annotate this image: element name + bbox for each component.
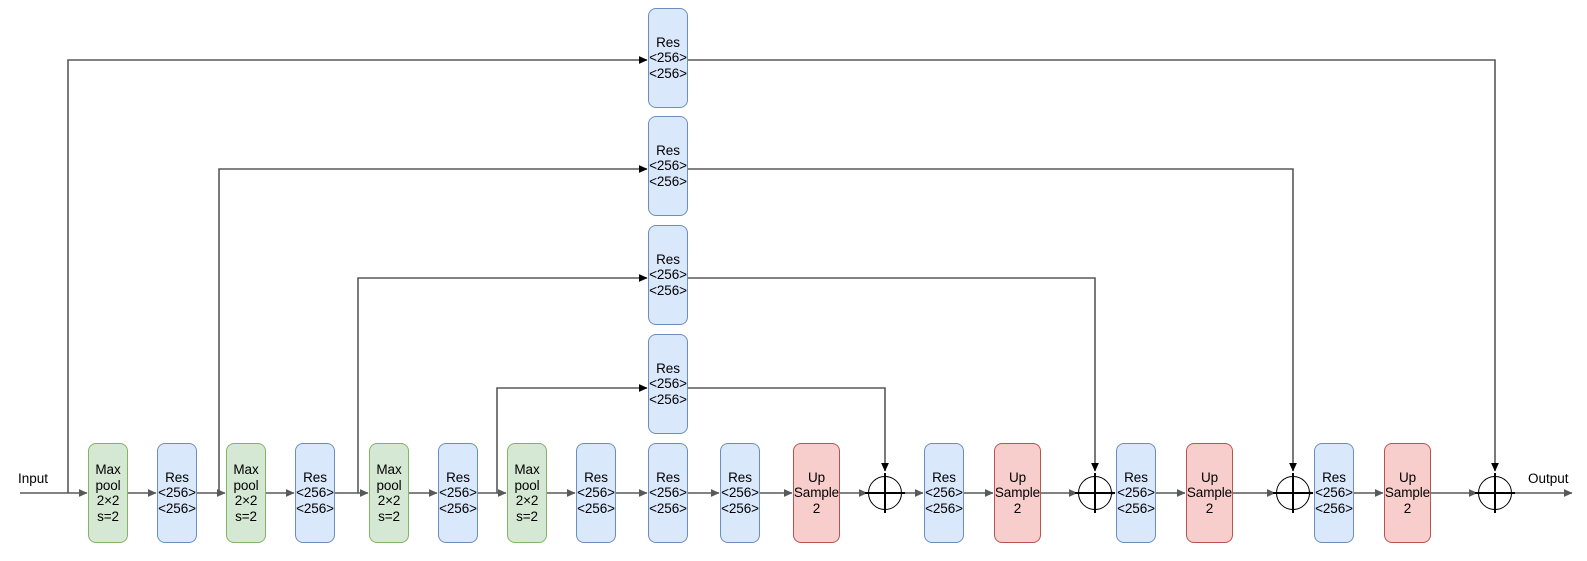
main-res7-line-0: Res — [932, 469, 956, 485]
main-up4-line-2: 2 — [1403, 500, 1412, 516]
main-up2-line-1: Sample — [994, 485, 1041, 501]
main-pool3-line-3: s=2 — [378, 508, 400, 524]
main-pool4-line-3: s=2 — [516, 508, 538, 524]
merge-add1[interactable] — [865, 473, 905, 513]
main-res5-line-2: <256> — [649, 500, 687, 516]
main-res1[interactable]: Res<256><256> — [157, 443, 197, 543]
main-pool2-line-0: Max — [233, 462, 259, 477]
main-pool1-line-1: pool — [95, 477, 121, 493]
main-res8-line-2: <256> — [1117, 500, 1155, 516]
skip-skipres1-line-0: Res — [656, 34, 680, 50]
main-res1-line-0: Res — [165, 469, 189, 485]
main-res2-line-0: Res — [303, 469, 327, 485]
main-up3-line-1: Sample — [1186, 485, 1233, 501]
skip-skipres2-line-2: <256> — [649, 173, 687, 189]
skip-skipres1-line-2: <256> — [649, 65, 687, 81]
main-up1-line-1: Sample — [793, 485, 840, 501]
main-res8[interactable]: Res<256><256> — [1116, 443, 1156, 543]
skip-skipres3-line-0: Res — [656, 251, 680, 267]
main-res6-line-0: Res — [728, 469, 752, 485]
skip-skipres3[interactable]: Res<256><256> — [648, 225, 688, 325]
skip-skipres2[interactable]: Res<256><256> — [648, 116, 688, 216]
main-pool2-line-2: 2×2 — [234, 493, 258, 508]
main-up4-line-1: Sample — [1384, 485, 1431, 501]
skip-out-skip4 — [688, 387, 889, 472]
skip-skipres3-line-2: <256> — [649, 282, 687, 298]
main-pool2-line-3: s=2 — [235, 508, 257, 524]
skip-skipres4[interactable]: Res<256><256> — [648, 334, 688, 434]
main-res3-line-1: <256> — [439, 485, 477, 501]
main-pool4-line-1: pool — [514, 477, 540, 493]
skip-out-skip2 — [688, 168, 1297, 472]
main-pool1-line-0: Max — [95, 462, 121, 477]
merge-add3[interactable] — [1273, 473, 1313, 513]
skip-out-skip1 — [688, 59, 1499, 472]
main-pool4-line-2: 2×2 — [515, 493, 539, 508]
main-res7[interactable]: Res<256><256> — [924, 443, 964, 543]
main-up2-line-2: 2 — [1013, 500, 1022, 516]
skip-skipres2-line-1: <256> — [649, 158, 687, 174]
main-res2[interactable]: Res<256><256> — [295, 443, 335, 543]
input-label: Input — [18, 471, 49, 486]
main-res4-line-0: Res — [584, 469, 608, 485]
main-res4[interactable]: Res<256><256> — [576, 443, 616, 543]
main-pool2-line-1: pool — [233, 477, 259, 493]
main-res3[interactable]: Res<256><256> — [438, 443, 478, 543]
main-res4-line-1: <256> — [577, 485, 615, 501]
main-res1-line-1: <256> — [158, 485, 196, 501]
main-pool4-line-0: Max — [514, 462, 540, 477]
main-up3-line-2: 2 — [1205, 500, 1214, 516]
main-res5[interactable]: Res<256><256> — [648, 443, 688, 543]
main-up4-line-0: Up — [1398, 469, 1417, 485]
skip-skipres2-line-0: Res — [656, 142, 680, 158]
main-res6-line-1: <256> — [721, 485, 759, 501]
main-up2-line-0: Up — [1008, 469, 1027, 485]
main-res6[interactable]: Res<256><256> — [720, 443, 760, 543]
main-up3-line-0: Up — [1200, 469, 1219, 485]
main-res7-line-2: <256> — [925, 500, 963, 516]
main-res7-line-1: <256> — [925, 485, 963, 501]
main-res9-line-0: Res — [1322, 469, 1346, 485]
skip-in-skip1 — [67, 56, 648, 493]
main-res6-line-2: <256> — [721, 500, 759, 516]
merge-add2[interactable] — [1075, 473, 1115, 513]
main-up1-line-0: Up — [807, 469, 826, 485]
main-res3-line-2: <256> — [439, 500, 477, 516]
main-pool3-line-0: Max — [376, 462, 402, 477]
main-res4-line-2: <256> — [577, 500, 615, 516]
output-label: Output — [1528, 471, 1569, 486]
skip-skipres4-line-1: <256> — [649, 376, 687, 392]
main-pool1-line-2: 2×2 — [96, 493, 120, 508]
merge-add4[interactable] — [1475, 473, 1515, 513]
main-pool3-line-2: 2×2 — [377, 493, 401, 508]
main-res9-line-2: <256> — [1315, 500, 1353, 516]
main-res1-line-2: <256> — [158, 500, 196, 516]
main-res3-line-0: Res — [446, 469, 470, 485]
main-res5-line-1: <256> — [649, 485, 687, 501]
main-pool3-line-1: pool — [376, 477, 402, 493]
main-res8-line-1: <256> — [1117, 485, 1155, 501]
main-res5-line-0: Res — [656, 469, 680, 485]
main-res2-line-2: <256> — [296, 500, 334, 516]
main-res8-line-0: Res — [1124, 469, 1148, 485]
main-res9-line-1: <256> — [1315, 485, 1353, 501]
skip-skipres3-line-1: <256> — [649, 267, 687, 283]
main-pool1-line-3: s=2 — [97, 508, 119, 524]
skip-skipres1[interactable]: Res<256><256> — [648, 8, 688, 108]
skip-skipres4-line-2: <256> — [649, 391, 687, 407]
main-res2-line-1: <256> — [296, 485, 334, 501]
main-up1-line-2: 2 — [812, 500, 821, 516]
main-res9[interactable]: Res<256><256> — [1314, 443, 1354, 543]
skip-skipres1-line-1: <256> — [649, 50, 687, 66]
skip-skipres4-line-0: Res — [656, 360, 680, 376]
